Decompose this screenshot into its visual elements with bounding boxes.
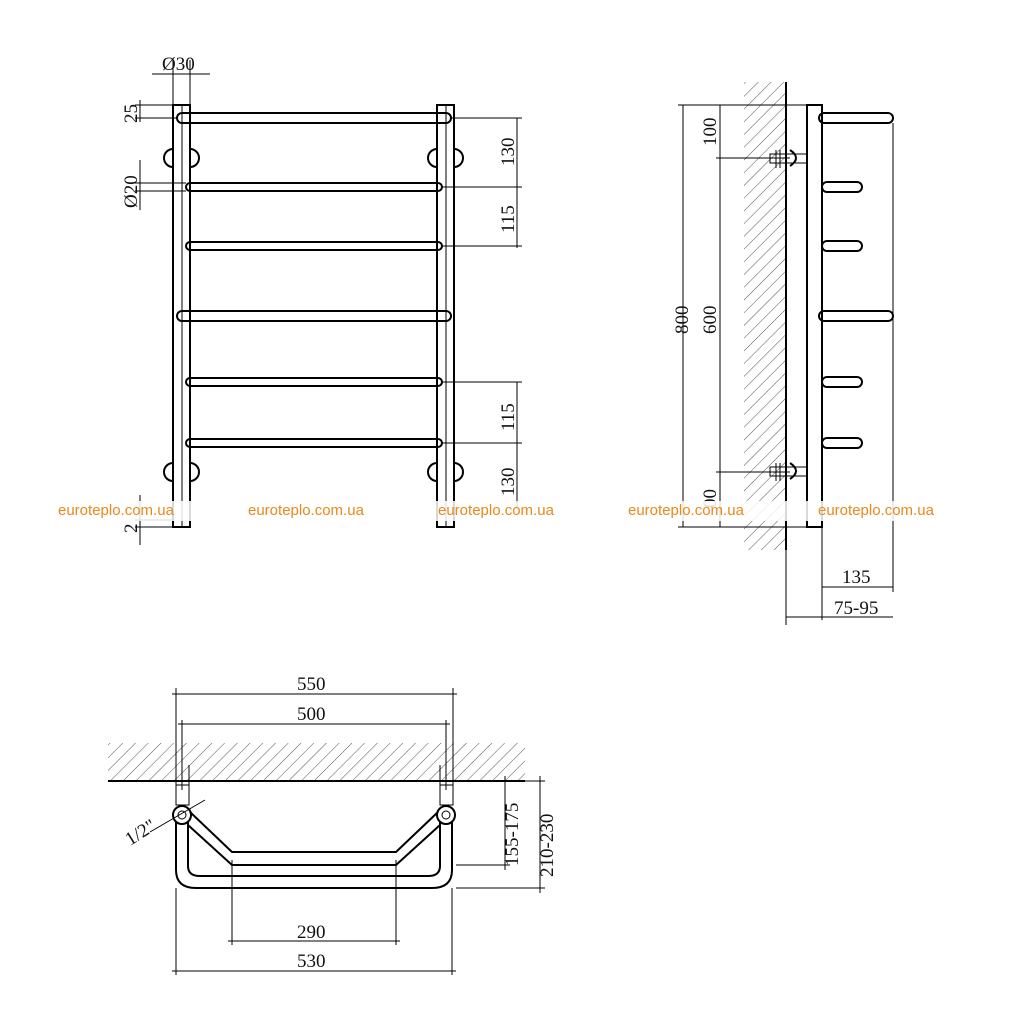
rung-5 — [185, 377, 443, 387]
rung-4 — [176, 310, 452, 322]
watermark-4: euroteplo.com.ua — [628, 502, 745, 519]
rung-2 — [185, 182, 443, 192]
rung-3 — [185, 241, 443, 251]
wall-depth-range-label: 155-175 — [502, 803, 523, 866]
upper-spacing-label: 115 — [498, 205, 519, 233]
top-offset-label: 25 — [121, 104, 142, 123]
rung-1 — [176, 112, 452, 124]
side-top-offset-label: 100 — [700, 118, 721, 147]
front-view: Ø30 Ø20 25 2 130 115 115 130 — [121, 54, 522, 545]
top-view: 550 500 1/2" 155-175 210-230 290 530 — [108, 674, 558, 975]
bottom-offset-label: 2 — [121, 524, 142, 534]
u-tube — [172, 805, 456, 889]
lower-spacing-label: 115 — [498, 403, 519, 431]
top-wall-hatch — [108, 743, 525, 781]
top-spacing-label: 130 — [498, 138, 519, 167]
watermark-3: euroteplo.com.ua — [438, 502, 555, 519]
bottom-width-label: 530 — [297, 951, 326, 972]
total-depth-range-label: 210-230 — [537, 814, 558, 877]
total-height-label: 800 — [672, 306, 693, 335]
watermarks: euroteplo.com.ua euroteplo.com.ua eurote… — [56, 501, 976, 521]
wall-distance-label: 75-95 — [834, 598, 878, 619]
watermark-2: euroteplo.com.ua — [248, 502, 365, 519]
watermark-1: euroteplo.com.ua — [58, 502, 175, 519]
side-dimension-lines — [678, 104, 894, 625]
inner-width-label: 290 — [297, 922, 326, 943]
top-dimension-lines — [149, 688, 545, 975]
rung-diameter-label: Ø20 — [121, 175, 142, 208]
depth-label: 135 — [842, 567, 871, 588]
outer-width-label: 550 — [297, 674, 326, 695]
pipe-diameter-label: Ø30 — [162, 54, 195, 75]
rung-6 — [185, 438, 443, 448]
bottom-spacing-label: 130 — [498, 468, 519, 497]
right-post — [436, 104, 455, 528]
connection-spacing-label: 600 — [700, 306, 721, 335]
side-post — [806, 104, 823, 528]
mount-brackets — [163, 148, 464, 482]
left-post — [172, 104, 191, 528]
side-rungs — [818, 112, 894, 449]
connection-width-label: 500 — [297, 704, 326, 725]
watermark-5: euroteplo.com.ua — [818, 502, 935, 519]
side-view: 800 600 100 00 135 75-95 — [672, 82, 894, 625]
pipe-thread-label: 1/2" — [122, 815, 160, 850]
